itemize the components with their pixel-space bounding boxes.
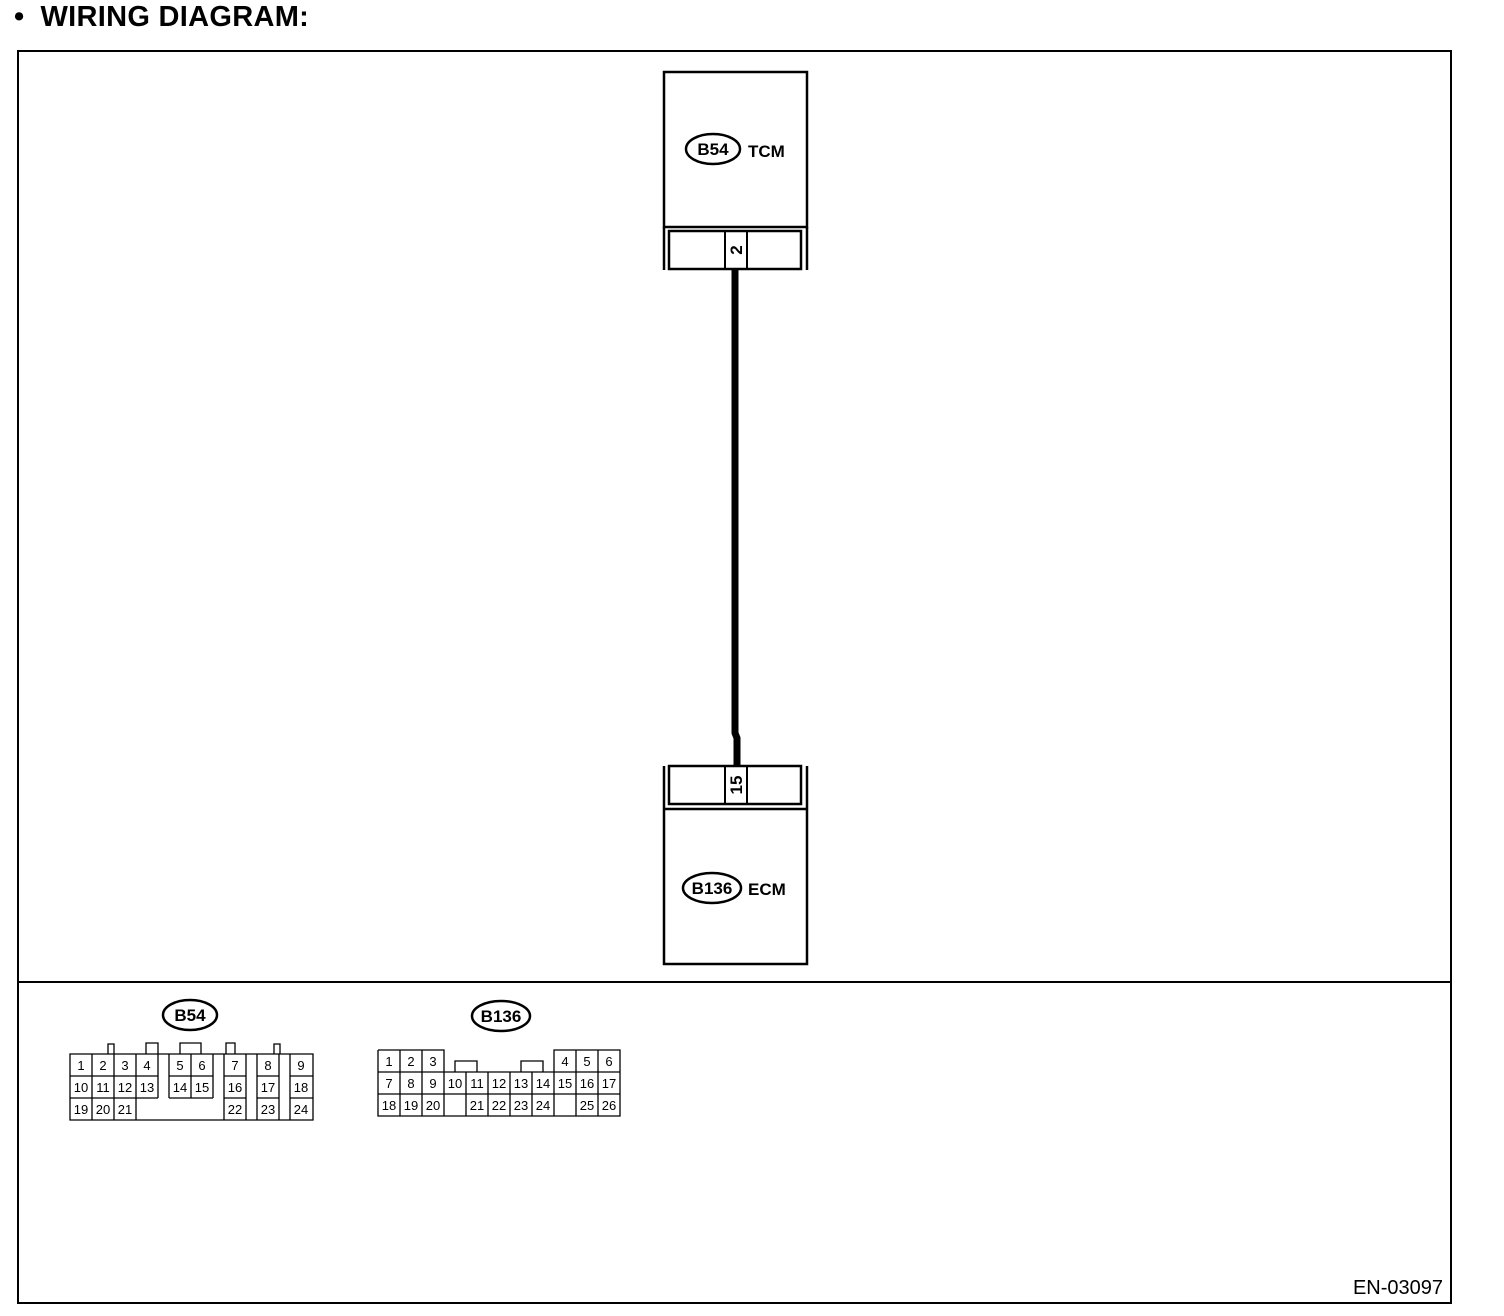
b136-pin-18: 18 bbox=[382, 1098, 396, 1113]
b136-pin-1: 1 bbox=[385, 1054, 392, 1069]
b136-pin-21: 21 bbox=[470, 1098, 484, 1113]
b54-pin-3: 3 bbox=[121, 1058, 128, 1073]
b54-pin-grid bbox=[69, 1042, 314, 1121]
b136-pin-grid bbox=[377, 1049, 621, 1117]
b54-pin-23: 23 bbox=[261, 1102, 275, 1117]
ecm-connector-badge bbox=[681, 871, 743, 905]
b136-pin-22: 22 bbox=[492, 1098, 506, 1113]
b136-pin-24: 24 bbox=[536, 1098, 550, 1113]
b136-pin-8: 8 bbox=[407, 1076, 414, 1091]
heading-title: WIRING DIAGRAM: bbox=[40, 1, 310, 33]
b54-pin-8: 8 bbox=[264, 1058, 271, 1073]
b54-pin-11: 11 bbox=[96, 1080, 110, 1095]
b136-pin-17: 17 bbox=[602, 1076, 616, 1091]
b54-pin-20: 20 bbox=[96, 1102, 110, 1117]
b136-keys bbox=[454, 1060, 544, 1072]
b136-pin-10: 10 bbox=[448, 1076, 462, 1091]
b54-pin-6: 6 bbox=[198, 1058, 205, 1073]
ecm-pin-number: 15 bbox=[727, 776, 746, 795]
figure-code: EN-03097 bbox=[1353, 1277, 1443, 1299]
b136-pin-20: 20 bbox=[426, 1098, 440, 1113]
b54-pin-16: 16 bbox=[228, 1080, 242, 1095]
b136-pin-6: 6 bbox=[605, 1054, 612, 1069]
b54-pin-7: 7 bbox=[231, 1058, 238, 1073]
b54-face-label: B54 bbox=[174, 1006, 206, 1025]
b136-pin-23: 23 bbox=[514, 1098, 528, 1113]
ecm-module-name: ECM bbox=[748, 880, 786, 899]
b54-pin-10: 10 bbox=[74, 1080, 88, 1095]
b136-pin-9: 9 bbox=[429, 1076, 436, 1091]
b54-pin-15: 15 bbox=[195, 1080, 209, 1095]
b136-pin-19: 19 bbox=[404, 1098, 418, 1113]
b54-pin-lines bbox=[70, 1054, 313, 1120]
b136-pin-lines bbox=[378, 1050, 620, 1116]
b54-pin-4: 4 bbox=[143, 1058, 150, 1073]
b136-pin-25: 25 bbox=[580, 1098, 594, 1113]
b54-pin-21: 21 bbox=[118, 1102, 132, 1117]
tcm-body bbox=[662, 70, 809, 229]
heading-bullet: • bbox=[14, 1, 25, 33]
b54-pin-12: 12 bbox=[118, 1080, 132, 1095]
b54-pin-5: 5 bbox=[176, 1058, 183, 1073]
ecm-body bbox=[662, 807, 809, 966]
b136-pin-12: 12 bbox=[492, 1076, 506, 1091]
b54-pin-1: 1 bbox=[77, 1058, 84, 1073]
b136-face-badge bbox=[470, 999, 532, 1033]
signal-wire bbox=[731, 270, 741, 766]
b54-pin-19: 19 bbox=[74, 1102, 88, 1117]
b136-pin-15: 15 bbox=[558, 1076, 572, 1091]
tcm-connector-badge bbox=[684, 132, 742, 166]
tcm-connector-housing bbox=[667, 229, 803, 271]
page-heading: • WIRING DIAGRAM: bbox=[14, 0, 309, 34]
b136-pin-14: 14 bbox=[536, 1076, 550, 1091]
ecm-module: 15 B136 ECM bbox=[662, 764, 809, 966]
tcm-module: B54 TCM 2 bbox=[662, 70, 809, 271]
b136-pin-2: 2 bbox=[407, 1054, 414, 1069]
b54-pin-24: 24 bbox=[294, 1102, 308, 1117]
b54-pin-14: 14 bbox=[173, 1080, 187, 1095]
b136-pin-16: 16 bbox=[580, 1076, 594, 1091]
b136-pin-5: 5 bbox=[583, 1054, 590, 1069]
b54-pin-9: 9 bbox=[297, 1058, 304, 1073]
b136-pin-13: 13 bbox=[514, 1076, 528, 1091]
tcm-pin-number: 2 bbox=[727, 245, 746, 254]
b136-pin-7: 7 bbox=[385, 1076, 392, 1091]
b54-pin-17: 17 bbox=[261, 1080, 275, 1095]
diagram-frame bbox=[17, 50, 1452, 1304]
b136-pin-11: 11 bbox=[470, 1076, 484, 1091]
ecm-connector-id: B136 bbox=[692, 879, 733, 898]
b136-face-label: B136 bbox=[481, 1007, 522, 1026]
b54-pin-22: 22 bbox=[228, 1102, 242, 1117]
b54-keys bbox=[107, 1042, 281, 1054]
b54-face-badge bbox=[161, 998, 219, 1032]
b54-pin-13: 13 bbox=[140, 1080, 154, 1095]
tcm-module-name: TCM bbox=[748, 142, 785, 161]
ecm-connector-housing bbox=[667, 764, 803, 806]
b54-pin-18: 18 bbox=[294, 1080, 308, 1095]
b136-pin-26: 26 bbox=[602, 1098, 616, 1113]
b54-pin-2: 2 bbox=[99, 1058, 106, 1073]
b136-pin-3: 3 bbox=[429, 1054, 436, 1069]
b136-pin-4: 4 bbox=[561, 1054, 568, 1069]
tcm-connector-id: B54 bbox=[697, 140, 729, 159]
